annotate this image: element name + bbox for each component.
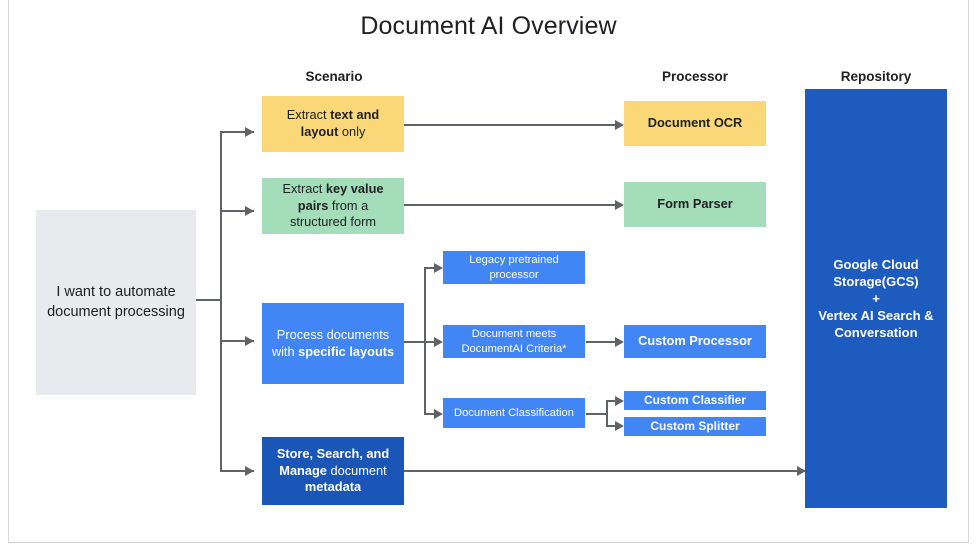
connector-trunk-to-scenario-4 — [220, 470, 254, 472]
processor-box-custom-processor[interactable]: Custom Processor — [624, 325, 766, 358]
column-header-scenario: Scenario — [305, 69, 363, 84]
repository-line-4: Vertex AI Search & — [818, 308, 934, 324]
intermediate-box-legacy-pretrained-processor[interactable]: Legacy pretrained processor — [443, 251, 585, 284]
connector-trunk-to-scenario-2 — [220, 210, 254, 212]
arrowhead-custom-splitter — [615, 421, 624, 431]
scenario-box-extract-text-layout[interactable]: Extract text and layout only — [262, 96, 404, 152]
scenario-box-extract-key-value[interactable]: Extract key value pairs from a structure… — [262, 178, 404, 234]
connector-scenario2-to-form-parser — [404, 204, 620, 206]
connector-entry-to-trunk — [196, 299, 222, 301]
entry-box-label: I want to automate document processing — [47, 284, 185, 320]
arrowhead-document-criteria — [434, 337, 443, 347]
processor-box-custom-classifier[interactable]: Custom Classifier — [624, 391, 766, 410]
column-header-repository: Repository — [840, 69, 912, 84]
arrowhead-document-classification — [434, 409, 443, 419]
processor-box-form-parser[interactable]: Form Parser — [624, 182, 766, 227]
connector-fork-to-classification — [424, 413, 438, 415]
connector-classification-to-subfork — [586, 413, 608, 415]
intermediate-label-legacy-pretrained-processor: Legacy pretrained processor — [469, 253, 559, 281]
processor-box-document-ocr[interactable]: Document OCR — [624, 101, 766, 146]
arrowhead-scenario-3 — [245, 336, 254, 346]
connector-subfork-to-splitter — [606, 425, 622, 427]
processor-label-form-parser: Form Parser — [657, 196, 733, 212]
connector-scenario3-to-fork — [404, 341, 426, 343]
connector-fork-to-legacy — [424, 267, 438, 269]
arrowhead-form-parser — [615, 200, 624, 210]
repository-line-2: Storage(GCS) — [833, 273, 919, 289]
arrowhead-scenario-4 — [245, 466, 254, 476]
arrowhead-document-ocr — [615, 120, 624, 130]
repository-box[interactable]: Google Cloud Storage(GCS) + Vertex AI Se… — [805, 89, 947, 508]
connector-fork-to-criteria — [424, 341, 438, 343]
arrowhead-scenario-2 — [245, 206, 254, 216]
repository-line-1: Google Cloud — [833, 256, 919, 272]
connector-scenario1-to-ocr — [404, 124, 620, 126]
arrowhead-custom-classifier — [615, 396, 624, 406]
scenario-label-store-search-manage: Store, Search, and Manage document metad… — [276, 445, 390, 495]
intermediate-label-document-classification: Document Classification — [453, 406, 574, 419]
processor-box-custom-splitter[interactable]: Custom Splitter — [624, 417, 766, 436]
processor-label-document-ocr: Document OCR — [647, 115, 743, 131]
connector-subfork-vertical — [606, 400, 608, 427]
processor-label-custom-classifier: Custom Classifier — [643, 392, 747, 407]
repository-line-3: + — [872, 290, 880, 306]
arrowhead-legacy-pretrained — [434, 263, 443, 273]
scenario-box-specific-layouts[interactable]: Process documents with specific layouts — [262, 303, 404, 384]
column-header-processor: Processor — [661, 69, 729, 84]
scenario-label-extract-text-layout: Extract text and layout only — [286, 107, 380, 139]
connector-scenario4-to-repository — [404, 470, 812, 472]
entry-box[interactable]: I want to automate document processing — [36, 210, 196, 395]
scenario-label-specific-layouts: Process documents with specific layouts — [271, 326, 395, 359]
connector-subfork-to-classifier — [606, 400, 622, 402]
scenario-label-extract-key-value: Extract key value pairs from a structure… — [282, 180, 384, 230]
scenario-box-store-search-manage[interactable]: Store, Search, and Manage document metad… — [262, 437, 404, 505]
connector-trunk-vertical — [220, 131, 222, 471]
page-title: Document AI Overview — [360, 12, 617, 40]
arrowhead-custom-processor — [615, 337, 624, 347]
connector-trunk-to-scenario-3 — [220, 340, 254, 342]
connector-criteria-to-custom-processor — [586, 341, 620, 343]
arrowhead-repository — [797, 466, 806, 476]
intermediate-label-document-meets-criteria: Document meets DocumentAI Criteria* — [461, 327, 567, 355]
intermediate-box-document-meets-criteria[interactable]: Document meets DocumentAI Criteria* — [443, 325, 585, 358]
processor-label-custom-splitter: Custom Splitter — [650, 418, 740, 433]
repository-label: Google Cloud Storage(GCS) + Vertex AI Se… — [811, 256, 941, 342]
connector-trunk-to-scenario-1 — [220, 131, 254, 133]
slide-frame — [8, 0, 969, 543]
processor-label-custom-processor: Custom Processor — [638, 333, 752, 349]
repository-line-5: Conversation — [834, 325, 918, 341]
intermediate-box-document-classification[interactable]: Document Classification — [443, 398, 585, 428]
arrowhead-scenario-1 — [245, 127, 254, 137]
